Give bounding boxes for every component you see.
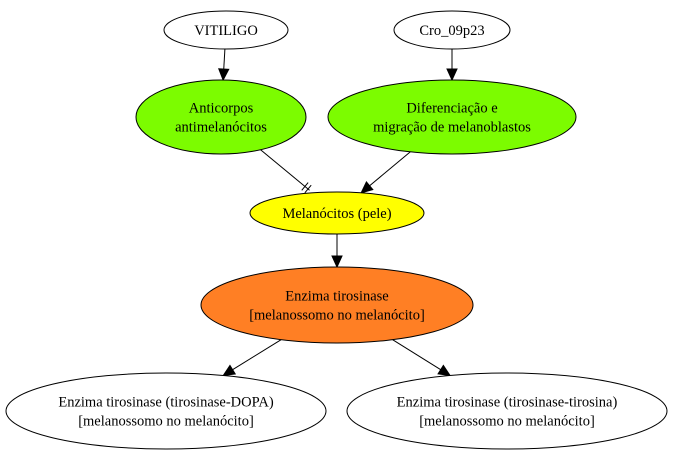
node-label: Enzima tirosinase (285, 289, 388, 305)
edge-tirosinase-tirosina (392, 339, 452, 377)
node-vitiligo: VITILIGO (163, 10, 289, 50)
edge-line (392, 339, 441, 371)
node-tirosinase: Enzima tirosinase [melanossomo no melanóc… (200, 266, 474, 344)
node-label: VITILIGO (194, 23, 258, 39)
node-diferenciacao: Diferenciação e migração de melanoblastos (327, 79, 577, 155)
node-shape (249, 191, 425, 235)
edge-anticorpos-melanocitos (260, 149, 312, 194)
edge-line (369, 151, 411, 187)
node-label: Melanócitos (pele) (282, 206, 391, 222)
arrowhead (222, 364, 237, 377)
arrowhead (437, 364, 452, 377)
arrowhead (360, 181, 374, 194)
node-melanocitos: Melanócitos (pele) (249, 191, 425, 235)
edge-line (232, 339, 282, 371)
edge-line (223, 48, 226, 70)
node-label: [melanossomo no melanócito] (78, 414, 254, 430)
node-label: Diferenciação e (406, 101, 497, 117)
inhibition-tick (304, 184, 312, 194)
node-shape (163, 10, 289, 50)
node-label: Enzima tirosinase (tirosinase-tirosina) (397, 395, 618, 411)
edge-diferenciacao-melanocitos (360, 151, 411, 194)
inhibition-tick (301, 182, 309, 191)
node-label: Anticorpos (189, 101, 254, 117)
edge-line (260, 149, 310, 191)
node-tirosina: Enzima tirosinase (tirosinase-tirosina) [… (346, 372, 668, 450)
arrowhead (218, 68, 230, 82)
node-label: Enzima tirosinase (tirosinase-DOPA) (58, 395, 273, 411)
node-label: [melanossomo no melanócito] (249, 308, 425, 324)
node-shape (135, 79, 307, 155)
node-label: migração de melanoblastos (373, 120, 531, 136)
arrowhead (331, 255, 343, 269)
node-shape (200, 266, 474, 344)
edge-vitiligo-anticorpos (218, 48, 230, 82)
node-dopa: Enzima tirosinase (tirosinase-DOPA) [mela… (5, 372, 327, 450)
node-cro: Cro_09p23 (393, 10, 511, 50)
node-shape (5, 372, 327, 450)
node-shape (346, 372, 668, 450)
edge-tirosinase-dopa (222, 339, 282, 377)
node-label: [melanossomo no melanócito] (419, 414, 595, 430)
node-shape (327, 79, 577, 155)
edge-cro-diferenciacao (446, 49, 458, 82)
node-label: antimelanócitos (175, 120, 267, 136)
node-anticorpos: Anticorpos antimelanócitos (135, 79, 307, 155)
node-label: Cro_09p23 (419, 23, 484, 39)
edge-melanocitos-tirosinase (331, 234, 343, 269)
arrowhead (446, 68, 458, 82)
node-shape (393, 10, 511, 50)
edges-layer (218, 48, 458, 377)
